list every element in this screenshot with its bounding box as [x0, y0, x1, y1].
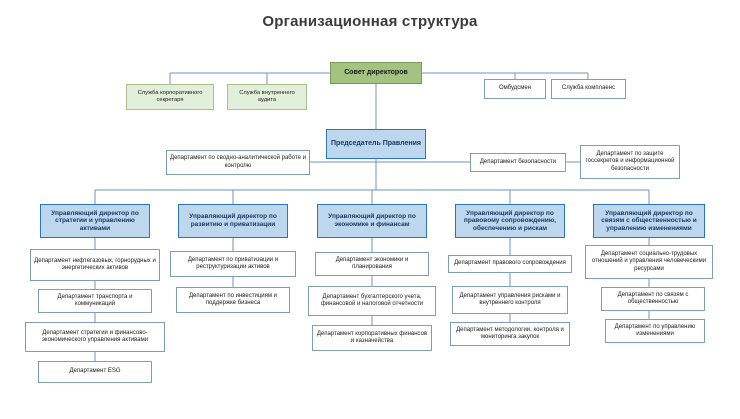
org-node-director-strategy-assets: Управляющий директор по стратегии и упра…: [40, 204, 150, 238]
org-node-compliance-service: Служба комплаенс: [551, 79, 626, 99]
org-node-dep-strategy-financial-asset-management: Департамент стратегии и финансово-эконом…: [25, 322, 165, 352]
org-node-dep-esg: Департамент ESG: [38, 361, 152, 383]
org-node-dep-accounting-tax-reporting: Департамент бухгалтерского учета, финанс…: [308, 286, 436, 316]
org-node-dep-privatization-restructuring: Департамент по приватизации и реструктур…: [170, 251, 296, 277]
org-node-dep-economy-planning: Департамент экономики и планирования: [315, 252, 429, 276]
org-node-director-development-privatization: Управляющий директор по развитию и прива…: [178, 204, 288, 238]
org-node-dep-security: Департамент безопасности: [470, 153, 566, 172]
org-node-dep-state-secrets: Департамент по защите госсекретов и инфо…: [580, 145, 680, 179]
org-node-director-legal-risk: Управляющий директор по правовому сопров…: [455, 204, 565, 238]
org-node-dep-social-labor-hr: Департамент социально-трудовых отношений…: [585, 245, 713, 279]
org-node-dep-investments-business-support: Департамент по инвестициям и поддержке б…: [176, 287, 290, 313]
org-node-dep-transport-communications: Департамент транспорта и коммуникаций: [38, 289, 152, 313]
org-node-corporate-secretary-service: Служба корпоративного секретаря: [126, 84, 214, 110]
org-node-dep-oil-gas-mining-energy: Департамент нефтегазовых, горнорудных и …: [30, 249, 160, 281]
org-node-dep-corporate-finance-treasury: Департамент корпоративных финансов и каз…: [312, 325, 432, 351]
org-node-director-economy-finance: Управляющий директор по экономике и фина…: [317, 204, 427, 238]
org-node-dep-procurement-methodology: Департамент методологии, контроля и мони…: [450, 322, 570, 346]
org-node-dep-public-relations: Департамент по связям с общественностью: [601, 287, 705, 311]
org-node-ombudsman: Омбудсмен: [484, 79, 546, 99]
org-node-internal-audit-service: Служба внутреннего аудита: [227, 84, 307, 110]
org-node-board: Совет директоров: [330, 62, 422, 84]
org-node-chairman: Председатель Правления: [326, 129, 426, 159]
org-node-dep-change-management: Департамент по управлению изменениями: [605, 319, 705, 343]
org-node-director-pr-change: Управляющий директор по связям с обществ…: [593, 204, 705, 238]
org-node-dep-risk-internal-control: Департамент управления рисками и внутрен…: [452, 286, 568, 314]
page-title: Организационная структура: [262, 13, 478, 30]
org-node-dep-analytical-control: Департамент по сводно-аналитической рабо…: [166, 150, 310, 175]
org-node-dep-legal-support: Департамент правового сопровождения: [448, 255, 572, 273]
